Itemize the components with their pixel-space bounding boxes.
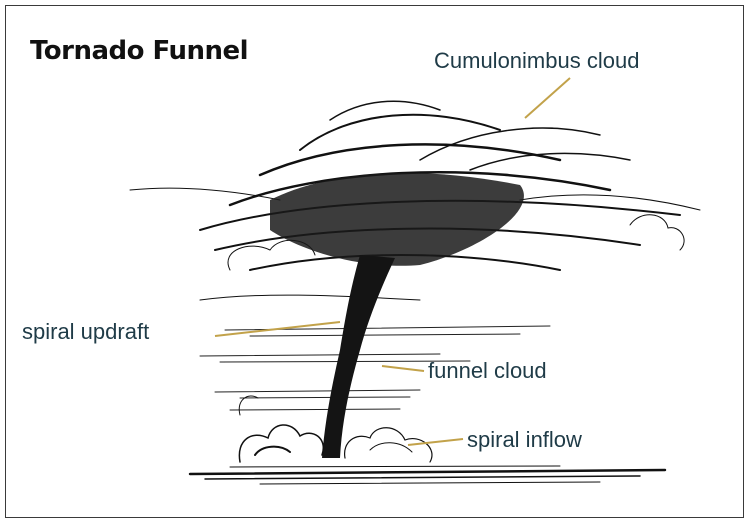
label-funnel-cloud: funnel cloud — [428, 358, 547, 384]
label-cumulonimbus-cloud: Cumulonimbus cloud — [434, 48, 639, 74]
leader-line-funnel — [382, 366, 424, 371]
leader-line-inflow — [408, 439, 463, 445]
ground-line — [190, 466, 665, 484]
label-spiral-updraft: spiral updraft — [22, 319, 149, 345]
cloud-dark-mass — [270, 173, 524, 266]
label-spiral-inflow: spiral inflow — [467, 427, 582, 453]
diagram-title: Tornado Funnel — [30, 36, 248, 66]
leader-line-cumulonimbus — [525, 78, 570, 118]
